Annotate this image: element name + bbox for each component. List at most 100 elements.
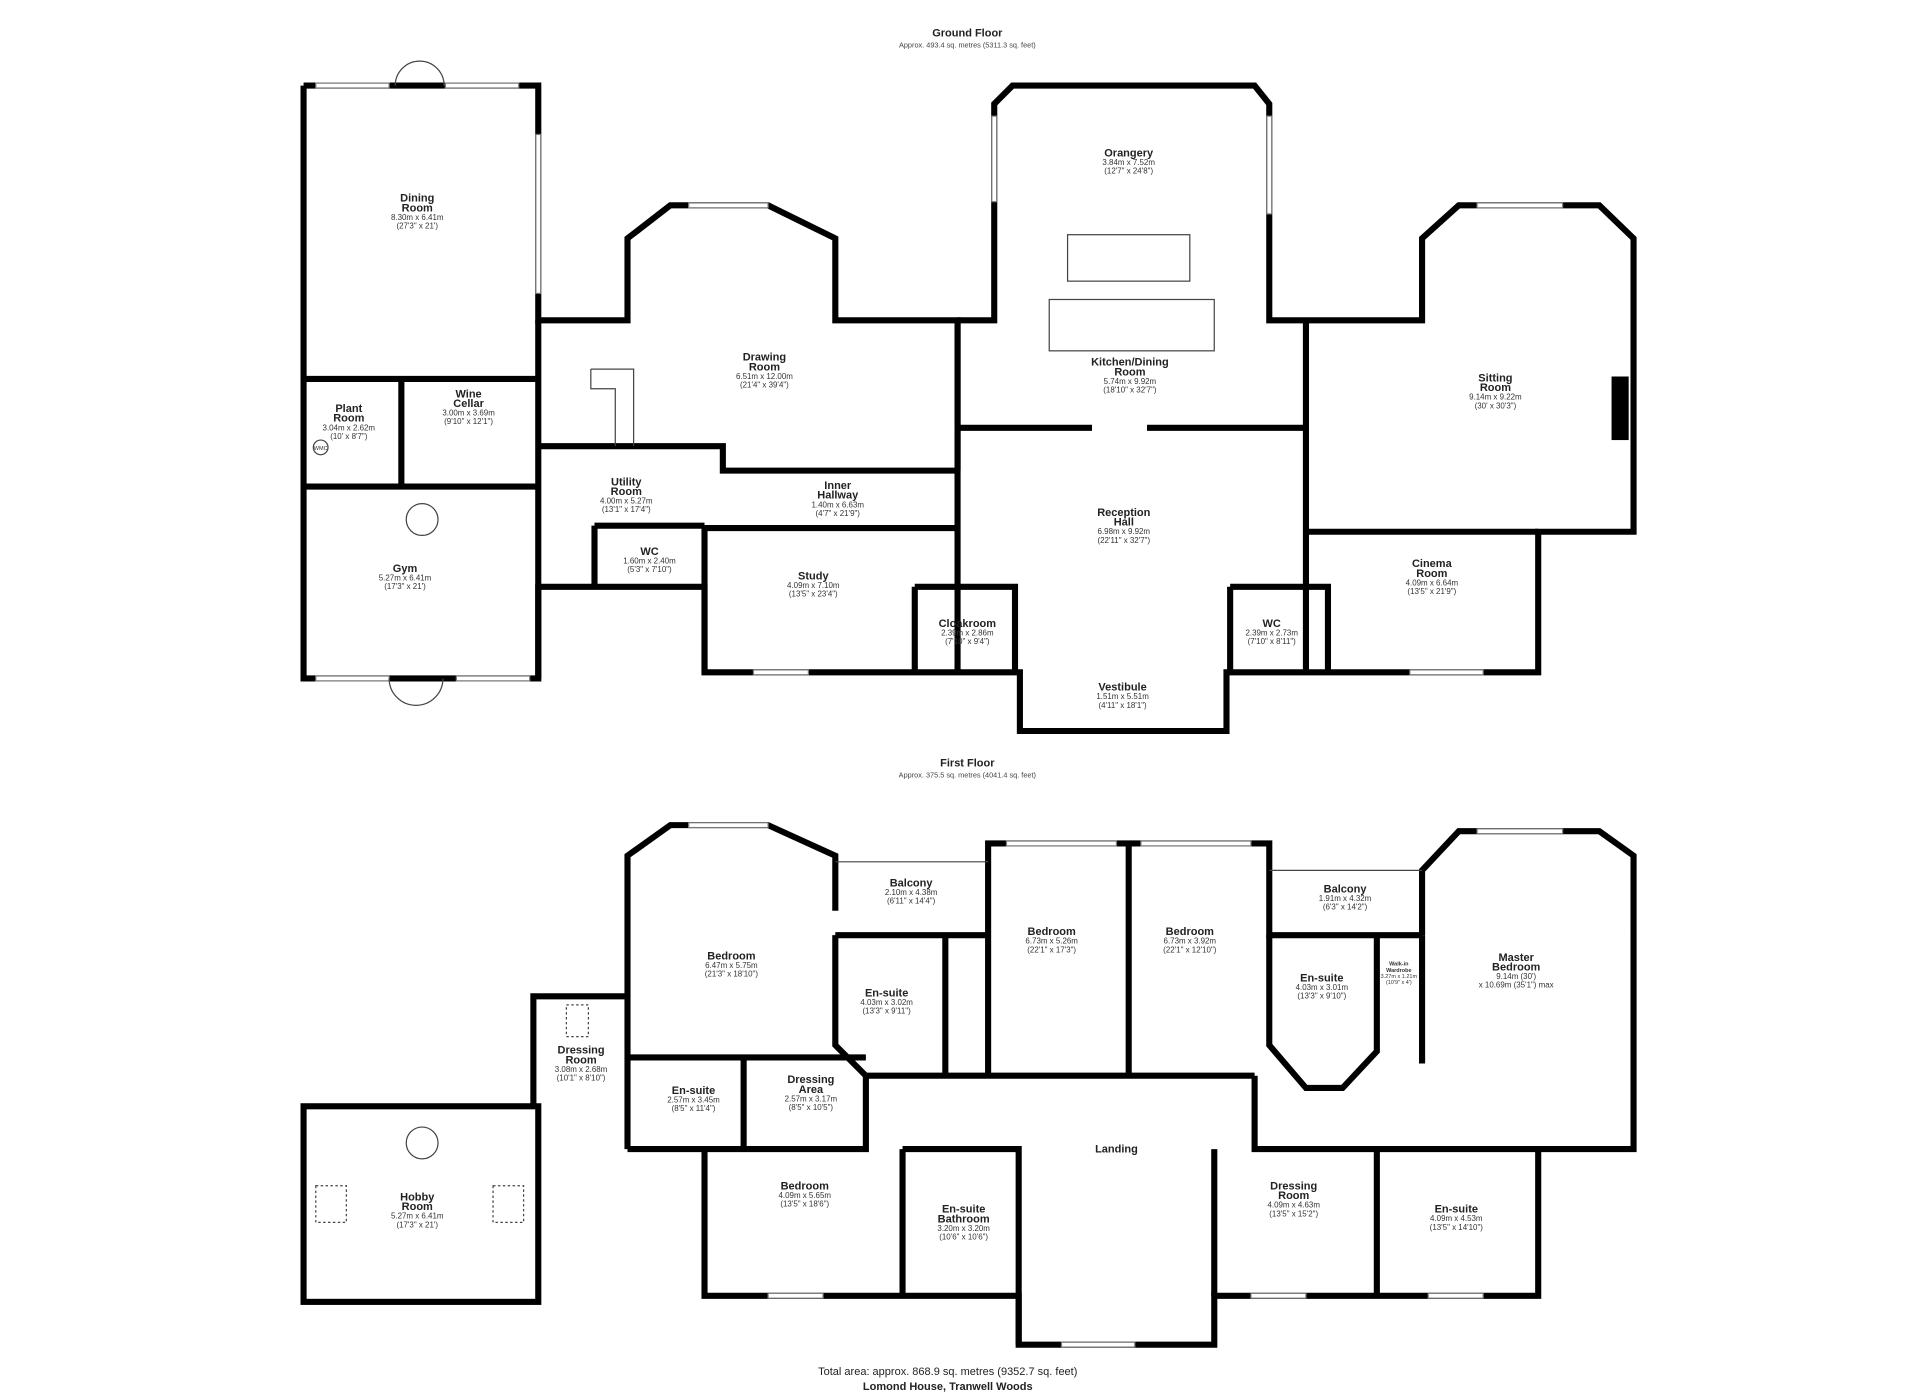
room-dimensions-metric: 4.09m x 4.63m — [1267, 1201, 1320, 1210]
room-label-wc-utility: WC1.60m x 2.40m(5'3" x 7'10") — [623, 546, 676, 574]
room-dimensions-imperial: (13'1" x 17'4") — [602, 505, 651, 514]
room-dimensions-metric: 2.57m x 3.17m — [785, 1094, 838, 1103]
room-dimensions-imperial: (6'3" x 14'2") — [1323, 902, 1368, 911]
room-name: Area — [799, 1084, 824, 1096]
room-dimensions-imperial: x 10.69m (35'1") max — [1479, 981, 1554, 990]
room-name: En-suite — [1300, 973, 1343, 985]
room-name: Bedroom — [1028, 926, 1076, 938]
room-name: WC — [1263, 618, 1281, 630]
room-name: Dressing — [787, 1074, 834, 1086]
room-dimensions-metric: 3.04m x 2.62m — [323, 423, 376, 432]
room-name: Room — [333, 413, 364, 425]
room-dimensions-imperial: (13'5" x 18'6") — [780, 1200, 829, 1209]
room-dimensions-metric: 3.00m x 3.69m — [442, 409, 495, 418]
room-dimensions-metric: 6.98m x 9.92m — [1098, 527, 1151, 536]
room-dimensions-imperial: (8'5" x 11'4") — [672, 1104, 716, 1113]
spiral-staircase-icon-first — [405, 1126, 439, 1160]
room-name: Walk-in — [1389, 962, 1409, 968]
room-label-landing: Landing — [1095, 1144, 1138, 1156]
room-dimensions-imperial: (10'9" x 4') — [1386, 980, 1412, 986]
room-dimensions-imperial: (10'1" x 8'10") — [557, 1074, 606, 1083]
ground-floor-title: Ground Floor — [932, 28, 1003, 40]
room-dimensions-metric: 8.30m x 6.41m — [391, 213, 444, 222]
room-name: Hobby — [400, 1191, 435, 1203]
room-dimensions-metric: 1.51m x 5.51m — [1096, 692, 1149, 701]
room-dimensions-imperial: (22'1" x 12'10") — [1163, 945, 1217, 954]
room-dimensions-imperial: (21'3" x 18'10") — [705, 970, 759, 979]
room-name: Wardrobe — [1386, 968, 1411, 974]
room-dimensions-imperial: (13'3" x 9'10") — [1297, 992, 1346, 1001]
room-name: Landing — [1095, 1144, 1138, 1156]
room-name: Cinema — [1412, 558, 1453, 570]
room-name: Reception — [1097, 507, 1150, 519]
room-dimensions-imperial: (4'7" x 21'9") — [816, 509, 861, 518]
room-name: Vestibule — [1098, 682, 1146, 694]
room-name: Study — [798, 570, 829, 582]
room-name: Dressing — [558, 1045, 605, 1057]
room-name: Hall — [1114, 517, 1134, 529]
room-name: Master — [1498, 952, 1534, 964]
room-dimensions-imperial: (13'5" x 14'10") — [1430, 1223, 1484, 1232]
room-name: Room — [402, 1201, 433, 1213]
room-name: Room — [1114, 366, 1145, 378]
room-dimensions-metric: 6.73m x 3.92m — [1164, 937, 1217, 946]
room-dimensions-imperial: (18'10" x 32'7") — [1103, 385, 1157, 394]
room-dimensions-metric: 4.09m x 4.53m — [1430, 1214, 1483, 1223]
room-name: Balcony — [890, 877, 934, 889]
first-floor-title: First Floor — [940, 757, 995, 769]
room-dimensions-metric: 4.09m x 7.10m — [787, 581, 840, 590]
room-dimensions-imperial: (21'4" x 39'4") — [740, 381, 789, 390]
room-dimensions-imperial: (12'7" x 24'8") — [1104, 167, 1153, 176]
room-dimensions-metric: 3.20m x 3.20m — [937, 1224, 990, 1233]
room-dimensions-imperial: (22'1" x 17'3") — [1027, 945, 1076, 954]
ground-floor-walls: WMC — [300, 60, 1637, 735]
room-name: Bedroom — [707, 951, 755, 963]
room-name: Sitting — [1478, 372, 1512, 384]
room-name: Wine — [455, 388, 481, 400]
room-dimensions-imperial: (7'10" x 9'4") — [945, 637, 990, 646]
room-dimensions-metric: 4.09m x 6.64m — [1406, 579, 1459, 588]
room-dimensions-metric: 2.10m x 4.38m — [885, 888, 938, 897]
room-dimensions-metric: 9.14m (30') — [1496, 972, 1536, 981]
room-dimensions-imperial: (7'10" x 8'11") — [1248, 637, 1297, 646]
room-dimensions-metric: 9.14m x 9.22m — [1469, 393, 1522, 402]
room-dimensions-imperial: (13'5" x 15'2") — [1269, 1209, 1318, 1218]
room-dimensions-imperial: (10' x 8'7") — [330, 432, 368, 441]
room-name: Drawing — [743, 352, 786, 364]
room-dimensions-metric: 4.00m x 5.27m — [600, 497, 653, 506]
room-dimensions-metric: 4.09m x 5.65m — [778, 1191, 831, 1200]
room-name: En-suite — [672, 1085, 715, 1097]
room-name: Dressing — [1270, 1180, 1317, 1192]
room-dimensions-metric: 6.47m x 5.75m — [705, 961, 758, 970]
room-dimensions-imperial: (13'3" x 9'11") — [863, 1006, 912, 1015]
room-dimensions-imperial: (30' x 30'3") — [1475, 401, 1517, 410]
room-name: Plant — [335, 403, 362, 415]
room-name: Utility — [611, 476, 642, 488]
room-dimensions-metric: 5.27m x 6.41m — [391, 1212, 444, 1221]
room-name: Bedroom — [1492, 962, 1541, 974]
room-dimensions-imperial: (10'6" x 10'6") — [939, 1233, 988, 1242]
room-name: Bathroom — [938, 1213, 990, 1225]
